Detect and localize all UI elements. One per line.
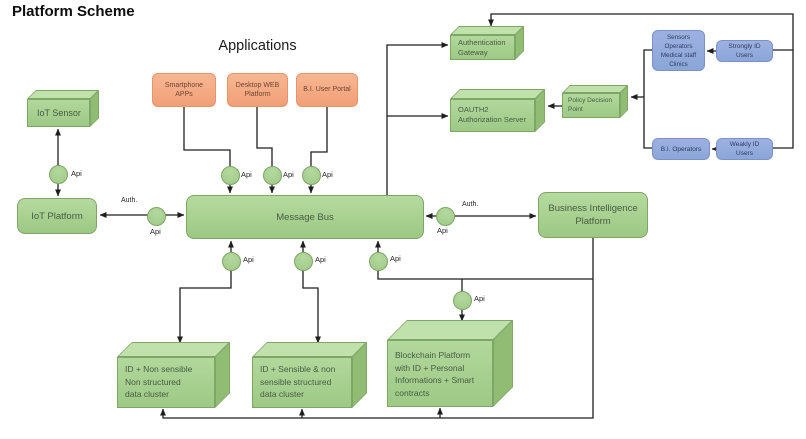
api-connector-icon [262, 165, 282, 185]
node-label: B.I. User Portal [303, 86, 351, 94]
node-label: Smartphone [164, 81, 204, 89]
connector [377, 261, 593, 280]
applications-heading: Applications [218, 38, 297, 54]
node-label: Medical staff [660, 51, 697, 59]
node-label: IoT Sensor [27, 99, 90, 127]
connector [160, 238, 594, 419]
node-label: with ID + Personal [395, 362, 465, 373]
connector [773, 50, 794, 149]
node-label: Point [568, 105, 583, 113]
node-label: Weakly ID [729, 141, 760, 148]
node-bi-operators: B.I. Operators [652, 138, 710, 160]
box-top-face [562, 85, 628, 93]
api-connector-icon [452, 290, 472, 310]
node-label: Users [736, 150, 753, 157]
api-connector-icon [293, 251, 313, 271]
node-desktop-web-platform: Desktop WEB Platform [227, 73, 288, 107]
node-label: Users [736, 52, 753, 59]
node-label: Non structured [125, 376, 181, 387]
node-strongly-id-users: Strongly ID Users [716, 40, 773, 62]
node-label: sensible structured [260, 376, 332, 387]
node-label: APPs [175, 91, 193, 98]
node-sensors-operators-group: Sensors Operators Medical staff Clinics [652, 30, 705, 71]
connector [302, 261, 321, 344]
page-title: Platform Scheme [12, 3, 135, 20]
api-connector-icon [301, 165, 321, 185]
auth-label: Auth. [121, 197, 138, 204]
api-connector-icon [221, 251, 241, 271]
api-label: Api [437, 226, 448, 235]
node-label: Sensors [666, 33, 691, 41]
api-connector-icon [368, 251, 388, 271]
node-label: Business Intelligence [548, 203, 638, 214]
connector [643, 49, 652, 149]
api-label: Api [243, 255, 254, 264]
node-label: IoT Platform [31, 210, 83, 222]
api-label: Api [241, 170, 252, 179]
api-label: Api [283, 170, 294, 179]
api-label: Api [390, 254, 401, 263]
node-label: Desktop WEB [235, 81, 280, 89]
auth-label: Auth. [462, 201, 479, 208]
node-iot-platform: IoT Platform [17, 198, 97, 234]
node-label: Platform [244, 91, 271, 98]
node-label: Authentication [458, 38, 506, 47]
box-top-face [450, 89, 545, 99]
node-label: Blockchain Platform [395, 350, 471, 360]
node-label: ID + Sensible & non [260, 364, 336, 374]
api-connector-icon [435, 206, 455, 226]
node-bi-user-portal: B.I. User Portal [296, 73, 358, 107]
node-label: data cluster [125, 389, 169, 399]
connector [488, 13, 794, 51]
box-top-face [252, 342, 367, 357]
node-label: Authorization Server [458, 115, 526, 124]
node-label: OAUTH2 [458, 105, 489, 114]
api-label: Api [315, 255, 326, 264]
node-label: Strongly ID [728, 43, 761, 50]
box-top-face [450, 26, 524, 35]
node-label: Platform [575, 216, 611, 227]
node-business-intelligence-platform: Business Intelligence Platform [538, 192, 648, 238]
box-top-face [117, 342, 230, 357]
api-connector-icon [220, 165, 240, 185]
node-weakly-id-users: Weakly ID Users [716, 138, 773, 160]
connector [177, 261, 232, 344]
node-label: Policy Decision [568, 97, 613, 104]
api-label: Api [150, 227, 161, 236]
api-label: Api [322, 170, 333, 179]
node-message-bus: Message Bus [186, 195, 424, 239]
node-label: Gateway [458, 47, 488, 57]
box-top-face [27, 90, 99, 99]
node-label: contracts [395, 387, 430, 398]
api-label: Api [474, 294, 485, 303]
node-label: data cluster [260, 389, 304, 399]
connector [386, 42, 449, 195]
api-connector-icon [48, 164, 68, 184]
node-label: B.I. Operators [660, 145, 702, 153]
node-label: Clinics [669, 60, 688, 68]
node-label: Informations + Smart [395, 375, 475, 385]
node-label: ID + Non sensible [125, 364, 193, 374]
api-label: Api [71, 169, 82, 178]
node-label: Message Bus [276, 211, 334, 223]
node-label: Operators [664, 42, 693, 50]
node-smartphone-apps: Smartphone APPs [152, 73, 216, 107]
api-connector-icon [146, 206, 166, 226]
